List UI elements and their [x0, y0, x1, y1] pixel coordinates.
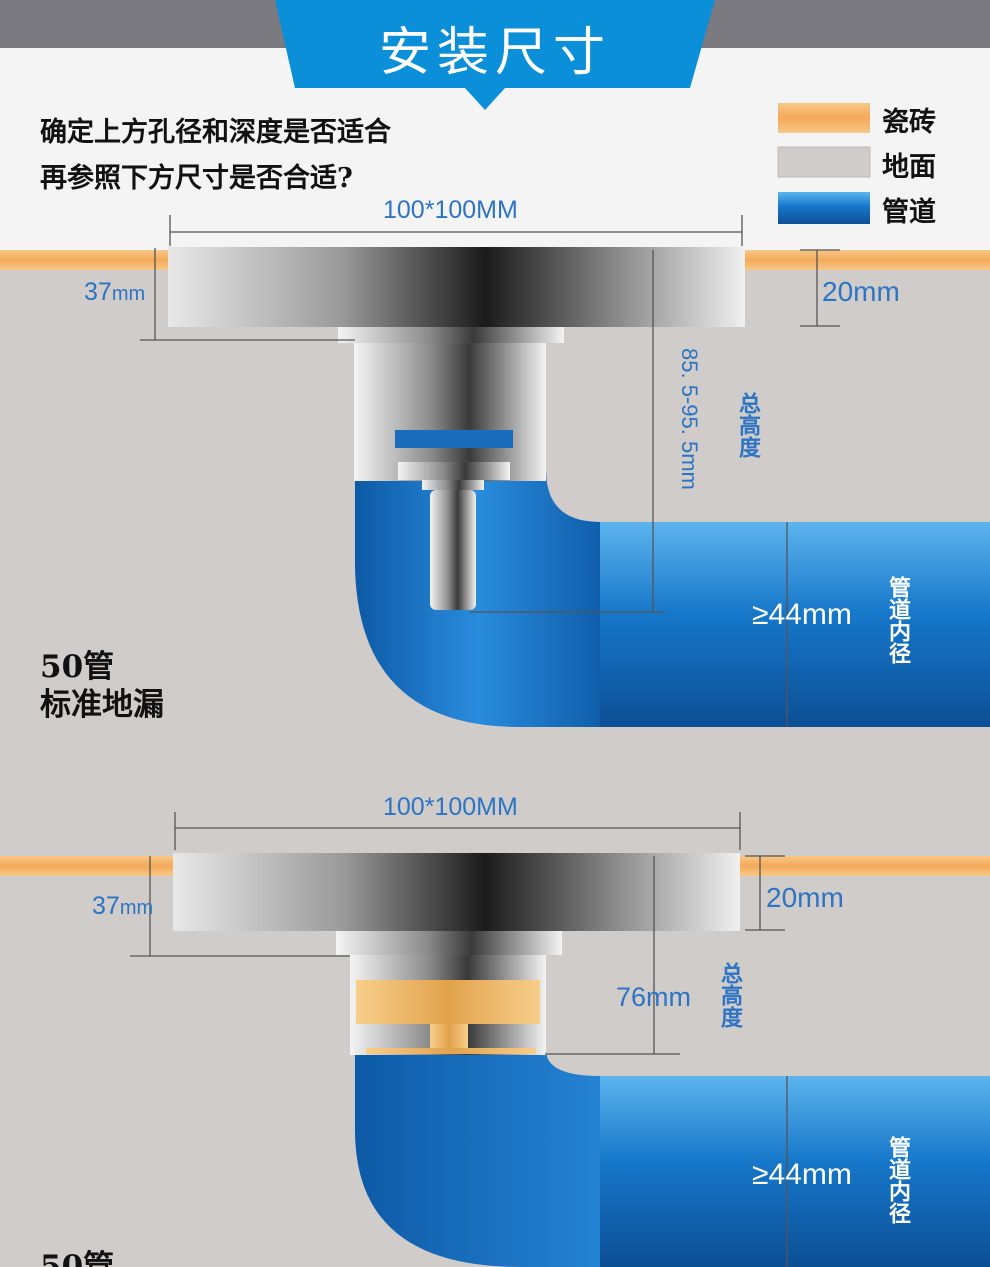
legend-label-floor: 地面	[882, 152, 936, 183]
drain-body-1	[354, 343, 546, 481]
caption-1-line-2: 标准地漏	[40, 687, 164, 723]
drain-core-2	[356, 980, 540, 1024]
legend-swatch-floor	[777, 146, 871, 178]
tile-thickness-label-2: 20mm	[766, 882, 844, 913]
caption-1: 50管 标准地漏	[40, 648, 164, 724]
width-label-2: 100*100MM	[383, 793, 518, 821]
pipe-horizontal-1	[600, 522, 990, 727]
left-height-label-2: 37mm	[92, 892, 153, 921]
legend-swatch-pipe	[778, 192, 870, 224]
left-height-unit-2: mm	[119, 897, 154, 919]
pipe-diameter-1: ≥44mm	[752, 598, 852, 631]
caption-2-line-1: 50管	[40, 1249, 115, 1267]
width-label-1: 100*100MM	[383, 196, 518, 224]
drain-stem-top-1	[422, 480, 484, 490]
left-height-value-2: 37	[92, 892, 120, 920]
pipe-elbow-1	[355, 470, 600, 727]
drain-core-gap-1	[395, 430, 513, 448]
drain-stem-2	[430, 1024, 468, 1052]
tile-left-2	[0, 856, 175, 876]
intro-line-1: 确定上方孔径和深度是否适合	[40, 117, 391, 148]
total-height-label-2: 总高度	[717, 962, 743, 1028]
total-height-value-2: 76mm	[616, 982, 692, 1012]
tile-right-1	[745, 250, 990, 270]
total-height-label-1: 总高度	[735, 392, 761, 458]
pipe-label-1: 管道内径	[885, 576, 911, 664]
left-height-unit-1: mm	[111, 283, 146, 305]
drain-flange-2	[336, 931, 562, 955]
left-height-label-1: 37mm	[84, 278, 145, 307]
drain-core-disc-1	[398, 462, 510, 480]
header-title-banner	[275, 0, 715, 110]
pipe-horizontal-2	[600, 1076, 990, 1267]
left-height-value-1: 37	[84, 278, 112, 306]
tile-thickness-label-1: 20mm	[822, 276, 900, 307]
pipe-label-2: 管道内径	[885, 1136, 911, 1224]
total-height-value-1: 85. 5-95. 5mm	[677, 348, 702, 490]
tile-right-2	[740, 856, 990, 876]
drain-stem-1	[430, 490, 476, 610]
caption-1-line-1: 50管	[40, 649, 115, 685]
drain-cover-1	[168, 247, 745, 327]
legend-label-pipe: 管道	[882, 197, 936, 228]
page-title: 安装尺寸	[378, 23, 611, 83]
drain-cover-2	[173, 853, 740, 931]
legend-label-tile: 瓷砖	[882, 107, 936, 138]
legend-swatch-tile	[778, 103, 870, 133]
drain-flange-1	[338, 327, 564, 343]
caption-2: 50管	[40, 1248, 114, 1267]
drain-seal-plate-2	[366, 1048, 536, 1054]
intro-line-2: 再参照下方尺寸是否合适?	[40, 163, 353, 194]
pipe-diameter-2: ≥44mm	[752, 1158, 852, 1191]
tile-left-1	[0, 250, 170, 270]
